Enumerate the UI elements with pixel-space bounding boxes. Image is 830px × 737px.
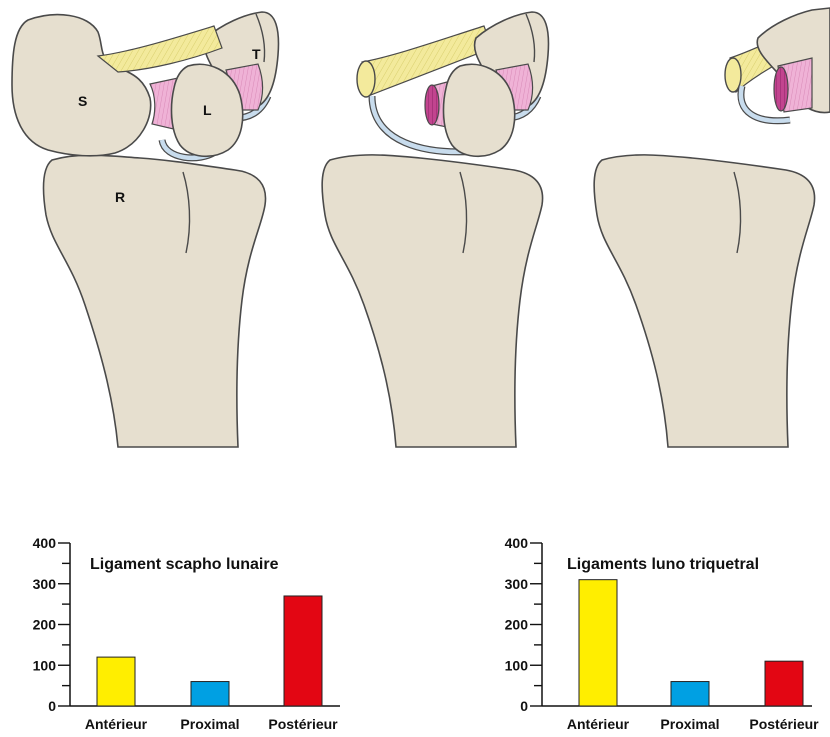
wrist-panel-intact: S L T R — [12, 12, 278, 447]
category-label: Postérieur — [749, 716, 819, 732]
y-tick-label: 0 — [520, 698, 528, 714]
category-label: Proximal — [660, 716, 719, 732]
posterior-ligament-stump — [425, 85, 439, 125]
lunate-label: L — [203, 102, 212, 118]
chart-luno-triquetral: 0 100 200 300 400Ligaments luno triquetralAn… — [505, 535, 820, 732]
radius-bone — [322, 155, 542, 447]
y-tick-label: 300 — [505, 576, 529, 592]
category-label: Antérieur — [567, 716, 630, 732]
category-label: Antérieur — [85, 716, 148, 732]
y-tick-label: 0 — [48, 698, 56, 714]
chart-title: Ligament scapho lunaire — [90, 556, 279, 573]
radius-bone — [44, 155, 266, 447]
y-tick-label: 400 — [33, 535, 57, 551]
radius-bone — [594, 155, 814, 447]
bar-proximal — [671, 682, 709, 706]
bar-posterieur — [284, 596, 322, 706]
triquetrum-label: T — [252, 46, 261, 62]
y-tick-label: 300 — [33, 576, 57, 592]
scaphoid-bone — [12, 15, 151, 156]
y-tick-label: 200 — [33, 617, 57, 633]
posterior-ligament-stump — [774, 67, 788, 111]
wrist-panel-lunate-removed — [594, 8, 830, 447]
bar-proximal — [191, 682, 229, 706]
bar-anterieur — [579, 580, 617, 706]
anterior-ligament-stump — [357, 61, 375, 97]
y-tick-label: 200 — [505, 617, 529, 633]
y-tick-label: 100 — [33, 657, 57, 673]
category-label: Proximal — [180, 716, 239, 732]
scaphoid-label: S — [78, 93, 87, 109]
y-tick-label: 100 — [505, 657, 529, 673]
bar-posterieur — [765, 661, 803, 706]
radius-label: R — [115, 189, 125, 205]
chart-scapho-lunaire: 0 100 200 300 400Ligament scapho lunaireAnté… — [33, 535, 340, 732]
chart-title: Ligaments luno triquetral — [567, 556, 759, 573]
y-tick-label: 400 — [505, 535, 529, 551]
bar-anterieur — [97, 657, 135, 706]
wrist-panel-scaphoid-removed — [322, 12, 548, 447]
category-label: Postérieur — [268, 716, 338, 732]
